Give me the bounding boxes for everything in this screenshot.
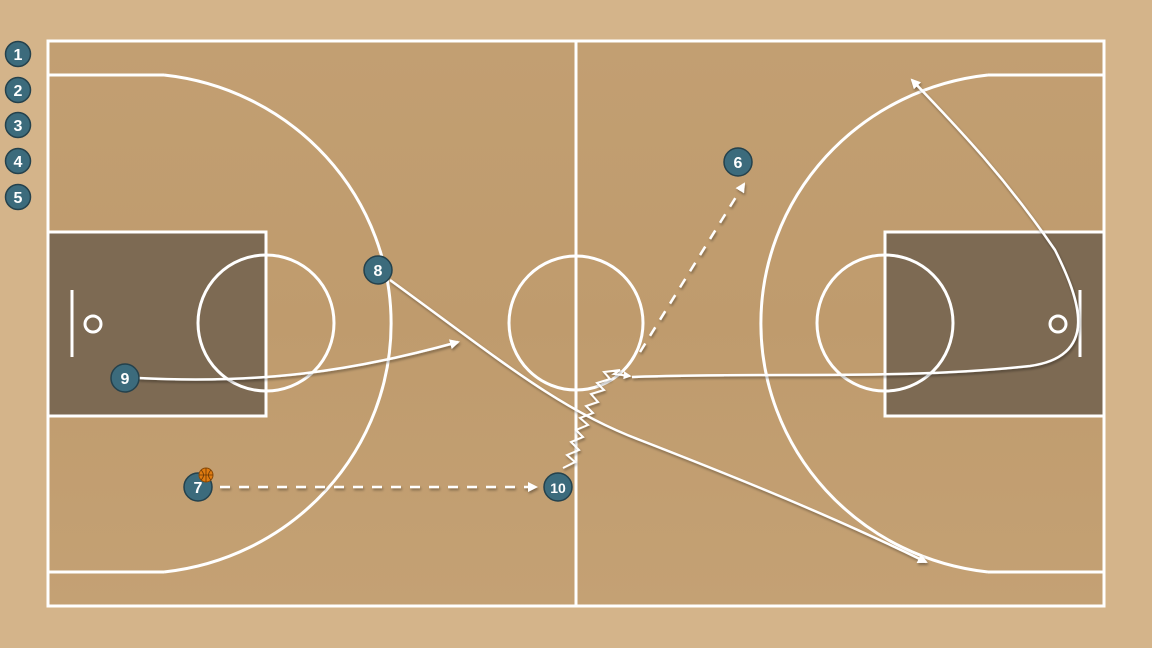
svg-text:2: 2 <box>14 83 23 100</box>
bench-player-5[interactable]: 5 <box>4 183 32 211</box>
basketball-icon <box>198 467 214 483</box>
svg-text:1: 1 <box>14 47 23 64</box>
right-lane <box>885 232 1104 416</box>
pass-path-to-6 <box>638 182 746 353</box>
player-token-10[interactable]: 10 <box>543 472 573 502</box>
svg-text:8: 8 <box>374 263 383 280</box>
cut-path-8 <box>389 278 928 564</box>
svg-text:7: 7 <box>194 480 203 497</box>
player-token-9[interactable]: 9 <box>110 363 140 393</box>
svg-text:4: 4 <box>14 154 23 171</box>
svg-text:9: 9 <box>121 371 130 388</box>
curl-path <box>631 78 1080 379</box>
svg-text:5: 5 <box>14 190 23 207</box>
left-lane <box>48 232 266 416</box>
dribble-path-10 <box>562 369 632 469</box>
bench-player-3[interactable]: 3 <box>4 111 32 139</box>
player-token-8[interactable]: 8 <box>363 255 393 285</box>
svg-text:3: 3 <box>14 118 23 135</box>
bench-player-4[interactable]: 4 <box>4 147 32 175</box>
svg-text:6: 6 <box>734 155 743 172</box>
court-lines <box>46 39 1106 608</box>
svg-text:10: 10 <box>550 480 566 496</box>
bench-player-1[interactable]: 1 <box>4 40 32 68</box>
cut-path-9 <box>137 339 460 381</box>
bench-player-2[interactable]: 2 <box>4 76 32 104</box>
player-token-6[interactable]: 6 <box>723 147 753 177</box>
